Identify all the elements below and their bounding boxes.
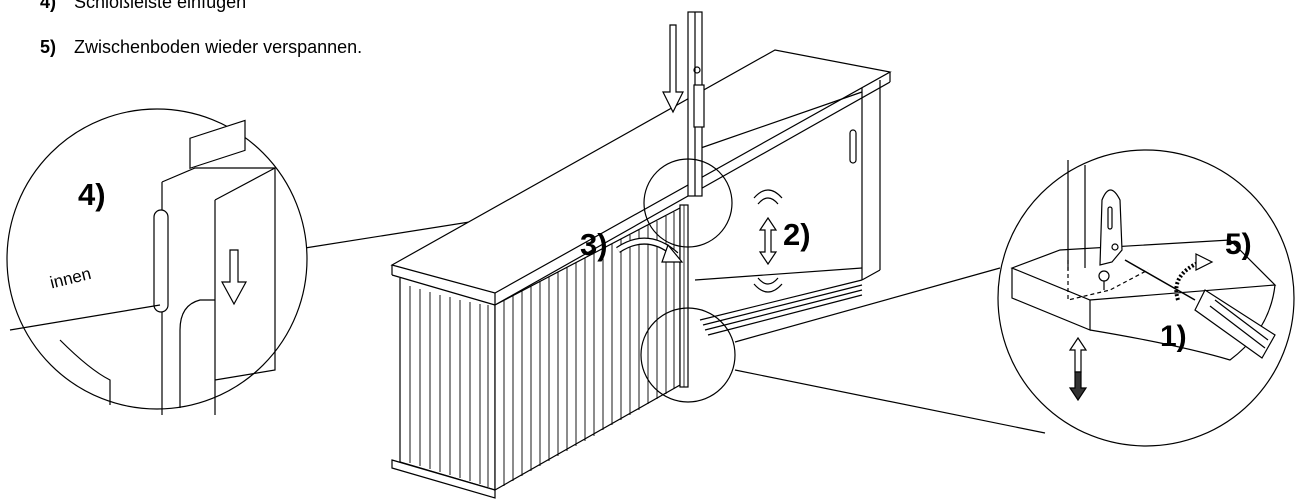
instruction-step-4: 4) Schloßleiste einfügen — [40, 0, 246, 12]
left-detail-step-label: 4) — [78, 177, 106, 212]
right-detail-circle — [997, 149, 1295, 447]
instruction-text: Zwischenboden wieder verspannen. — [74, 37, 363, 57]
step-3-label: 3) — [580, 227, 608, 262]
instruction-text: Schloßleiste einfügen — [74, 0, 247, 12]
right-detail — [997, 149, 1295, 447]
detail-circle-bottom — [640, 307, 736, 403]
vibration-symbol — [753, 189, 783, 293]
leader-line-right-top — [734, 267, 1001, 343]
step-2-label: 2) — [783, 217, 811, 252]
tambour-door — [399, 204, 689, 492]
instruction-number: 4) — [40, 0, 57, 12]
cabinet — [390, 49, 892, 499]
instruction-number: 5) — [40, 37, 57, 57]
left-detail — [6, 108, 308, 415]
lock-bar — [687, 11, 705, 197]
step-5-label: 5) — [1225, 228, 1252, 261]
insert-down-arrow — [662, 24, 684, 114]
instruction-step-5: 5) Zwischenboden wieder verspannen. — [40, 37, 362, 57]
leader-line-right-bottom — [734, 369, 1046, 434]
detail-circle-top — [643, 158, 733, 248]
step-1-label: 1) — [1160, 320, 1187, 353]
